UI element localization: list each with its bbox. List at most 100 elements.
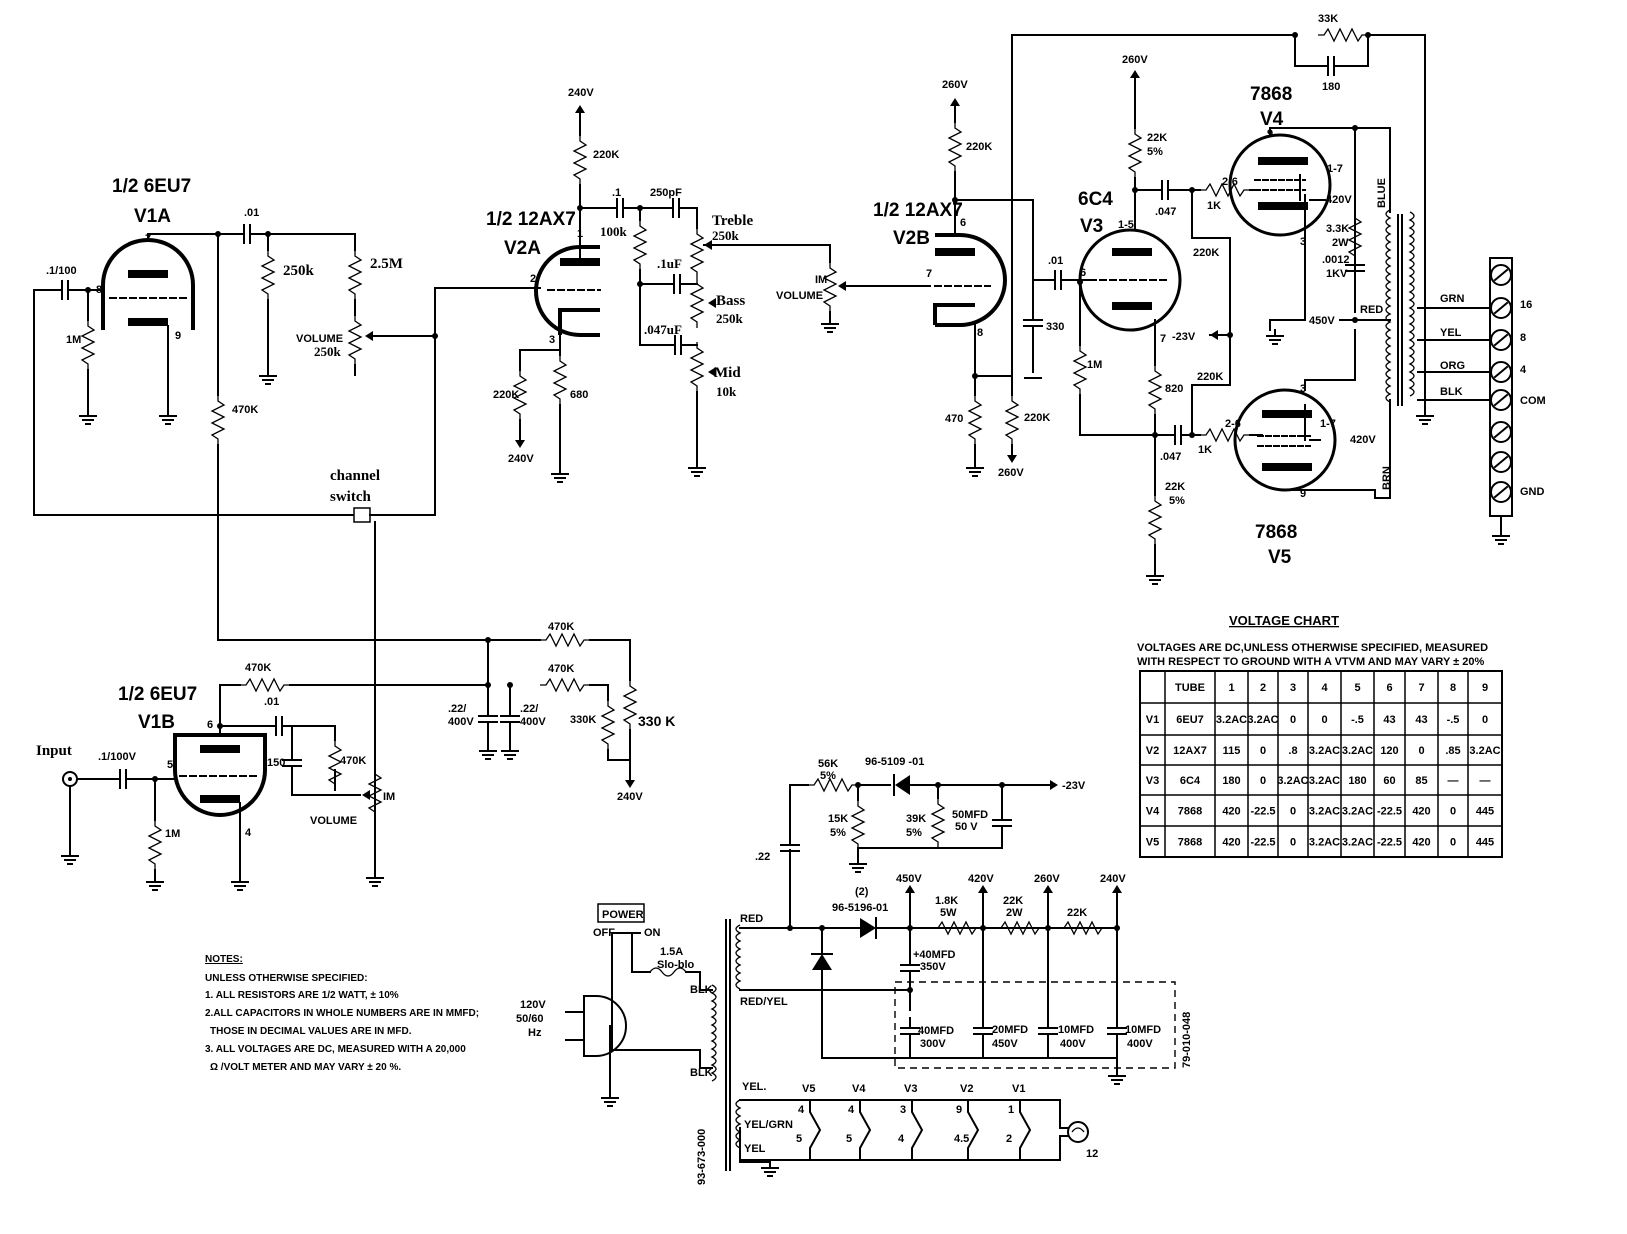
voltage-chart-cell: 3.2AC bbox=[1342, 837, 1373, 849]
svg-text:Treble: Treble bbox=[712, 213, 753, 229]
svg-text:240V: 240V bbox=[508, 453, 534, 465]
terminal-8: 8 bbox=[1520, 332, 1526, 344]
voltage-chart-cell: V2 bbox=[1146, 745, 1159, 757]
svg-text:1M: 1M bbox=[66, 334, 81, 346]
voltage-chart-header: 1 bbox=[1228, 682, 1234, 694]
svg-text:VOLTAGES ARE DC,UNLESS OTHERWI: VOLTAGES ARE DC,UNLESS OTHERWISE SPECIFI… bbox=[1137, 642, 1488, 654]
heater-pin-bottom: 5 bbox=[846, 1133, 852, 1145]
svg-text:NOTES:: NOTES: bbox=[205, 954, 243, 965]
voltage-chart-cell: -.5 bbox=[1351, 714, 1364, 726]
svg-text:YEL.: YEL. bbox=[742, 1081, 766, 1093]
voltage-chart-cell: 3.2AC bbox=[1309, 837, 1340, 849]
voltage-chart-cell: 3.2AC bbox=[1309, 745, 1340, 757]
svg-text:420V: 420V bbox=[1350, 434, 1376, 446]
svg-text:330 K: 330 K bbox=[638, 713, 675, 729]
heater-filament bbox=[911, 1099, 924, 1161]
svg-text:22K: 22K bbox=[1165, 481, 1185, 493]
voltage-chart-cell: 0 bbox=[1482, 714, 1488, 726]
voltage-chart-cell: V1 bbox=[1146, 714, 1159, 726]
svg-text:+40MFD: +40MFD bbox=[913, 949, 956, 961]
svg-text:YEL/GRN: YEL/GRN bbox=[744, 1119, 793, 1131]
svg-text:2W: 2W bbox=[1006, 907, 1023, 919]
heater-pin-top: 3 bbox=[900, 1104, 906, 1116]
svg-text:4: 4 bbox=[245, 827, 252, 839]
svg-text:350V: 350V bbox=[920, 961, 946, 973]
svg-text:250pF: 250pF bbox=[650, 187, 682, 199]
svg-text:6: 6 bbox=[207, 719, 213, 731]
svg-text:240V: 240V bbox=[1100, 873, 1126, 885]
v1b-frac: 1/2 6EU7 bbox=[118, 684, 197, 705]
svg-text:330K: 330K bbox=[570, 714, 596, 726]
svg-text:470K: 470K bbox=[548, 663, 574, 675]
svg-text:Bass: Bass bbox=[716, 293, 745, 309]
voltage-chart-cell: -22.5 bbox=[1250, 837, 1275, 849]
terminal-gnd: GND bbox=[1520, 486, 1545, 498]
svg-text:ORG: ORG bbox=[1440, 360, 1465, 372]
voltage-chart-cell: 420 bbox=[1222, 837, 1240, 849]
voltage-chart-cell: 115 bbox=[1223, 745, 1241, 757]
svg-text:2-6: 2-6 bbox=[1225, 418, 1241, 430]
terminal-com: COM bbox=[1520, 395, 1546, 407]
voltage-chart-header: 9 bbox=[1482, 682, 1488, 694]
power-switch: POWER OFF ON bbox=[593, 903, 661, 961]
svg-text:240V: 240V bbox=[568, 87, 594, 99]
voltage-chart-header: 4 bbox=[1321, 682, 1328, 694]
voltage-chart-cell: 43 bbox=[1415, 714, 1427, 726]
svg-text:93-673-000: 93-673-000 bbox=[696, 1129, 708, 1185]
voltage-chart-cell: 0 bbox=[1418, 745, 1424, 757]
voltage-chart-cell: 0 bbox=[1450, 837, 1456, 849]
power-transformer: 93-673-000 bbox=[696, 919, 742, 1185]
svg-text:20MFD: 20MFD bbox=[992, 1024, 1028, 1036]
svg-text:.22: .22 bbox=[755, 851, 770, 863]
voltage-chart-title: VOLTAGE CHART bbox=[1229, 613, 1339, 628]
svg-text:5%: 5% bbox=[830, 827, 846, 839]
svg-text:3: 3 bbox=[549, 334, 555, 346]
svg-text:470K: 470K bbox=[340, 755, 366, 767]
tube-v1b: 1/2 6EU7 V1B 6 5 4 bbox=[118, 684, 267, 839]
heater-filament bbox=[859, 1099, 872, 1161]
voltage-chart-cell: 12AX7 bbox=[1173, 745, 1207, 757]
svg-text:300V: 300V bbox=[920, 1038, 946, 1050]
svg-text:10MFD: 10MFD bbox=[1058, 1024, 1094, 1036]
svg-text:.22/: .22/ bbox=[448, 703, 466, 715]
voltage-chart-cell: -22.5 bbox=[1377, 806, 1402, 818]
svg-text:2-6: 2-6 bbox=[1222, 176, 1238, 188]
svg-text:BLK: BLK bbox=[1440, 386, 1463, 398]
voltage-chart-cell: 3.2AC bbox=[1309, 775, 1340, 787]
voltage-chart-cell: — bbox=[1480, 775, 1491, 787]
voltage-chart-cell: .8 bbox=[1288, 745, 1297, 757]
svg-text:39K: 39K bbox=[906, 813, 926, 825]
svg-text:33K: 33K bbox=[1318, 13, 1338, 25]
voltage-chart-cell: 420 bbox=[1412, 837, 1430, 849]
voltage-chart-cell: 445 bbox=[1476, 806, 1494, 818]
tube-v2b: 1/2 12AX7 V2B 6 7 8 bbox=[873, 200, 1007, 339]
heater-pin-bottom: 4 bbox=[898, 1133, 905, 1145]
voltage-chart-cell: 3.2AC bbox=[1469, 745, 1500, 757]
voltage-chart-cell: -.5 bbox=[1447, 714, 1460, 726]
svg-text:9: 9 bbox=[1300, 488, 1306, 500]
svg-text:8: 8 bbox=[977, 327, 983, 339]
voltage-chart-cell: 3.2AC bbox=[1309, 806, 1340, 818]
voltage-chart-header: 8 bbox=[1450, 682, 1456, 694]
heater-filament bbox=[1019, 1099, 1032, 1161]
svg-text:1M: 1M bbox=[165, 828, 180, 840]
svg-text:120V: 120V bbox=[520, 999, 546, 1011]
svg-text:250k: 250k bbox=[716, 311, 744, 326]
output-transformer: BLUE bbox=[1376, 178, 1415, 406]
svg-text:260V: 260V bbox=[1034, 873, 1060, 885]
svg-text:2W: 2W bbox=[1332, 237, 1349, 249]
voltage-chart-cell: 180 bbox=[1348, 775, 1366, 787]
heater-tube-label: V5 bbox=[802, 1083, 815, 1095]
voltage-chart-cell: 3.2AC bbox=[1216, 714, 1247, 726]
heater-pin-top: 1 bbox=[1008, 1104, 1014, 1116]
svg-text:5%: 5% bbox=[1147, 146, 1163, 158]
voltage-chart-cell: 85 bbox=[1415, 775, 1427, 787]
voltage-chart-cell: 3.2AC bbox=[1247, 714, 1278, 726]
svg-text:switch: switch bbox=[330, 489, 371, 505]
svg-text:1M: 1M bbox=[1087, 359, 1102, 371]
svg-text:22K: 22K bbox=[1003, 895, 1023, 907]
voltage-chart-header: 6 bbox=[1386, 682, 1392, 694]
v2b-name: V2B bbox=[893, 228, 930, 249]
svg-text:.047uF: .047uF bbox=[644, 322, 682, 337]
